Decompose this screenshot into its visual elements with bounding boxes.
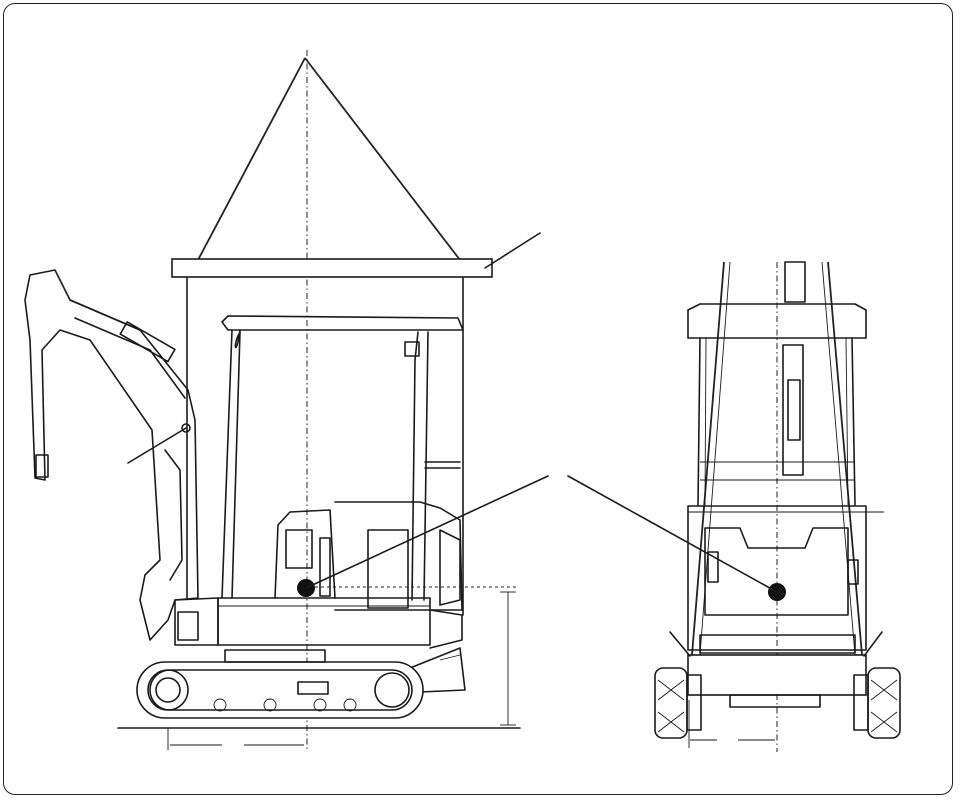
canopy-pillar-front [221, 329, 233, 599]
rear-boom-top [784, 261, 806, 303]
rear-canopy-roof [687, 303, 867, 339]
rear-boom-arm [782, 344, 804, 476]
blade-arm [439, 654, 461, 661]
rear-canopy-pillar-left [697, 337, 701, 506]
roller-1 [213, 698, 227, 712]
rear-boom-cylinder [787, 379, 801, 441]
boom-arm [24, 269, 199, 641]
seat-window [285, 529, 313, 569]
rear-sling-left [691, 261, 725, 656]
upper-deck [217, 597, 431, 646]
track-frame-block [297, 681, 329, 695]
arm-cylinder-bottom [74, 317, 186, 399]
rear-track-left [654, 667, 688, 739]
seat-back [274, 509, 336, 599]
rear-light-right [847, 559, 859, 585]
canopy-curve [234, 329, 241, 349]
rear-body [429, 609, 463, 649]
canopy-roof [221, 315, 464, 331]
rear-lift-point-right [863, 631, 883, 657]
rear-frame [699, 634, 856, 654]
rear-counter [439, 529, 461, 606]
roller-4 [343, 698, 357, 712]
crawler-track [136, 661, 424, 719]
engine-hood [334, 501, 463, 611]
rear-view [567, 261, 901, 752]
bucket-link [35, 454, 49, 478]
arm-cylinder [119, 321, 176, 363]
swing-cylinder [177, 611, 199, 641]
boom-cylinder [164, 449, 183, 581]
rear-axle [729, 694, 821, 708]
arm-cylinder-top [69, 299, 141, 331]
roller-2 [263, 698, 277, 712]
sprocket-hub [155, 677, 181, 703]
swing-bracket [174, 597, 219, 646]
rear-canopy-pillar-right-2 [845, 337, 849, 506]
rear-cog-leader-line [567, 475, 778, 593]
idler-wheel [374, 672, 410, 708]
rear-undercarriage [687, 654, 867, 696]
canopy-pillar-front-inner [231, 331, 241, 599]
engine-panel [367, 529, 409, 609]
rear-track-left-tread [657, 679, 685, 733]
side-view [24, 50, 549, 750]
control-lever [319, 537, 331, 597]
boom-pin [181, 423, 191, 433]
rear-track-right [867, 667, 901, 739]
cog-leader-line [305, 475, 549, 589]
sling-left [197, 57, 306, 261]
rear-track-right-inner [853, 674, 869, 731]
canopy-pillar-rear-2 [423, 331, 429, 601]
rear-canopy-pillar-left-2 [704, 337, 707, 506]
boom-leader-line [127, 427, 187, 464]
rear-sling-right [827, 261, 863, 656]
rear-body [687, 505, 867, 651]
rear-sling-right-2 [821, 261, 856, 656]
rear-track-left-inner [686, 674, 702, 731]
rear-counterweight [704, 527, 849, 616]
sling-right [304, 57, 461, 261]
roller-3 [313, 698, 327, 712]
rear-light-left [707, 551, 719, 583]
track-inner [149, 669, 413, 711]
canopy-pillar-rear [411, 331, 419, 601]
rear-lift-point-left [669, 631, 691, 657]
drive-sprocket [147, 669, 189, 711]
rear-canopy-pillar-right [851, 337, 856, 506]
canopy-joint [404, 341, 420, 357]
rear-track-right-tread [870, 679, 898, 733]
lifting-beam [171, 258, 493, 278]
beam-leader-line [484, 232, 541, 269]
track-frame-top [224, 649, 326, 663]
